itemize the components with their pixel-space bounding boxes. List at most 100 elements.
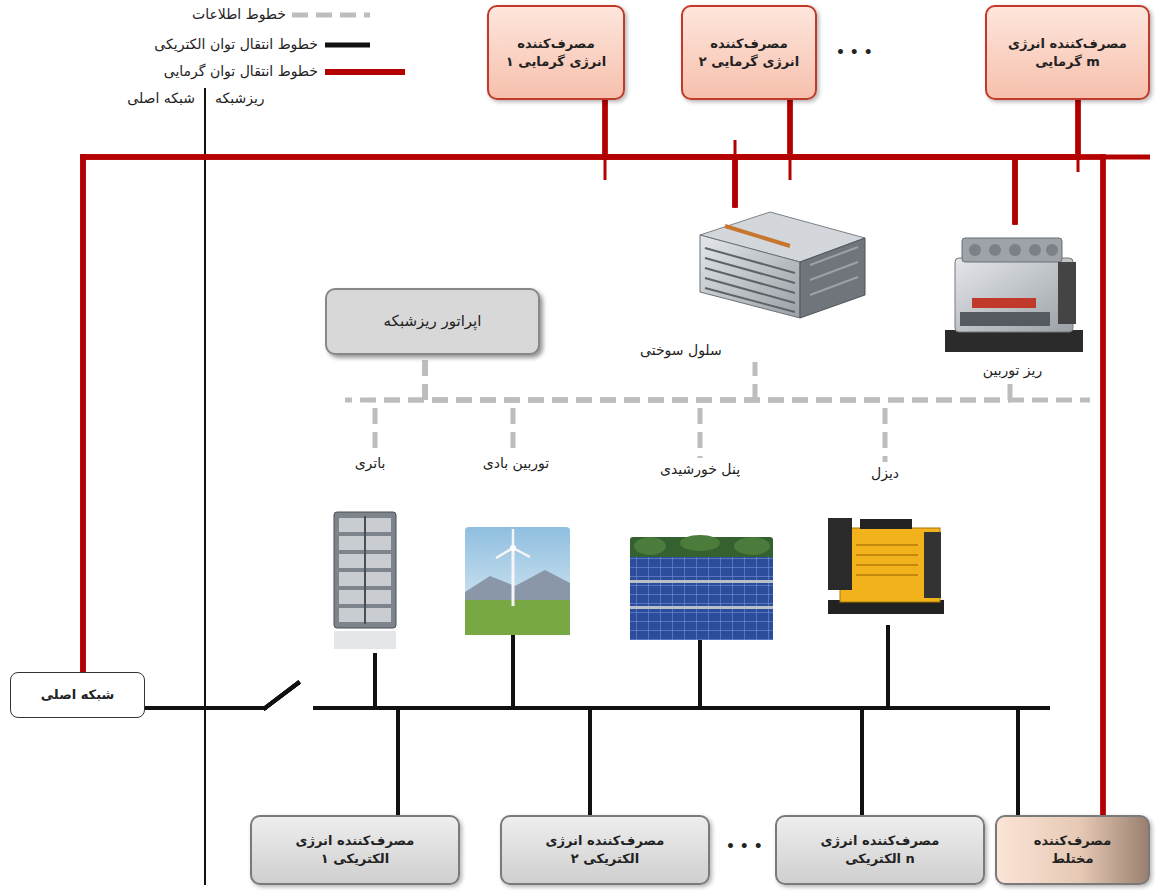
- fuel-cell-picture-part: [700, 235, 800, 318]
- electric-power-line: [398, 642, 700, 815]
- bus-stubs-part: [1103, 155, 1150, 160]
- battery-picture-part: [334, 631, 396, 649]
- microturbine-picture-part: [1009, 244, 1021, 256]
- electric-power-line-segment: [860, 708, 864, 815]
- electric-power-line-segment: [1016, 708, 1020, 815]
- heat-power-line-segment: [733, 157, 738, 205]
- electric-power-line-segment: [396, 708, 400, 815]
- microturbine-picture-part: [1046, 244, 1058, 256]
- device-label: سلول سوختی: [640, 341, 722, 360]
- heat-power-line-segment: [1101, 157, 1106, 815]
- legend-samples-part: [325, 69, 405, 75]
- microturbine-picture-part: [989, 244, 1001, 256]
- electric-power-line: [590, 642, 700, 815]
- heat-power-line-segment: [1013, 157, 1018, 222]
- bus-stubs-part: [604, 157, 607, 180]
- heat-power-line: [790, 100, 1015, 222]
- legend-samples-part: [292, 13, 370, 18]
- electric-power-line-segment: [698, 642, 702, 708]
- box-text: مصرف‌کننده انرژی گرمایی ۱: [497, 35, 615, 70]
- information-line-segment: [425, 398, 1010, 403]
- battery-unit: باتری: [325, 452, 415, 655]
- electric-consumer-box: مصرف‌کننده انرژی الکتریکی ۲: [500, 815, 710, 885]
- electric-power-line: [145, 683, 590, 815]
- electric-power-line-segment: [145, 706, 265, 710]
- heat-power-line-segment: [81, 157, 86, 672]
- heat-power-line-segment: [1076, 100, 1081, 157]
- electric-power-line-segment: [396, 708, 400, 815]
- information-line-segment: [423, 355, 428, 400]
- heat-power-line: [83, 100, 605, 672]
- information-line: [425, 355, 700, 458]
- electric-power-line-segment: [860, 708, 864, 815]
- box-text: مصرف‌کننده انرژی گرمایی ۲: [690, 35, 808, 70]
- electric-consumer-box: مصرف‌کننده انرژی الکتریکی n: [775, 815, 985, 885]
- bus-stubs: [315, 140, 1150, 708]
- heat-power-line-segment: [1013, 157, 1018, 222]
- diesel-generator-picture: [828, 518, 944, 614]
- electric-power-line-segment: [588, 708, 592, 815]
- electric-power-line: [145, 683, 1018, 815]
- region-label: ریزشبکه: [215, 90, 265, 108]
- heat-power-line-segment: [81, 157, 86, 672]
- information-line-segment: [423, 355, 428, 400]
- electric-power-line-segment: [698, 642, 702, 708]
- box-text: اپراتور ریزشبکه: [384, 311, 482, 331]
- electric-power-line: [375, 655, 1018, 815]
- solar-panel-picture-part: [630, 580, 773, 583]
- heat-power-line-segment: [1076, 100, 1081, 157]
- bus-stubs-part: [789, 157, 792, 180]
- bus-stubs-part: [345, 398, 1090, 403]
- microturbine-picture-part: [1029, 244, 1041, 256]
- electric-power-line-segment: [886, 627, 890, 708]
- microturbine-picture-part: [945, 330, 1083, 352]
- information-line: [375, 355, 425, 452]
- information-line-segment: [423, 355, 428, 400]
- box-text: مصرف‌کننده انرژی گرمایی m: [1007, 35, 1128, 70]
- solar-panel-picture-part: [630, 537, 773, 640]
- solar-panel-picture-part: [680, 535, 720, 551]
- solar-panel-picture-part: [630, 606, 773, 609]
- fuel-cell-picture: [700, 212, 865, 318]
- information-line-segment: [423, 355, 428, 400]
- heat-power-line-segment: [733, 157, 738, 205]
- electric-power-line: [513, 637, 1018, 815]
- electric-power-line-segment: [1016, 708, 1020, 815]
- fuel-cell-picture-part: [725, 226, 790, 246]
- electric-power-line: [398, 627, 888, 815]
- electric-power-line-segment: [511, 637, 515, 708]
- ellipsis-mark: • • •: [836, 44, 873, 62]
- operator-box: اپراتور ریزشبکه: [325, 288, 540, 355]
- heat-power-line-segment: [83, 155, 1103, 160]
- diesel-generator-picture-part: [856, 545, 918, 575]
- diesel-generator-picture-part: [828, 518, 852, 590]
- heat-power-line-segment: [603, 100, 608, 157]
- fuel-cell-picture-part: [810, 247, 858, 295]
- legend-text: خطوط انتقال توان گرمایی: [164, 63, 318, 81]
- information-line: [425, 355, 1010, 400]
- heat-power-line-segment: [733, 157, 738, 205]
- bus-stubs-part: [315, 706, 1050, 710]
- electric-power-line-segment: [698, 642, 702, 708]
- wind-turbine-picture-part: [512, 548, 515, 606]
- information-line-segment: [511, 400, 516, 452]
- heat-consumer-box: مصرف‌کننده انرژی گرمایی ۲: [681, 5, 817, 100]
- diesel-generator-picture-part: [860, 519, 912, 529]
- heat-power-line-segment: [1013, 157, 1018, 222]
- heat-power-line-segment: [81, 157, 86, 672]
- electric-power-line-segment: [588, 708, 592, 815]
- heat-power-line: [1015, 100, 1078, 222]
- heat-power-line: [605, 100, 1015, 222]
- region-divider-part: [204, 88, 206, 885]
- information-line: [425, 355, 885, 462]
- information-line-segment: [698, 400, 703, 458]
- microturbine-picture-part: [1058, 262, 1076, 324]
- ellipsis-mark: • • •: [726, 838, 763, 856]
- electric-power-line: [375, 655, 398, 815]
- electric-power-line-segment: [145, 706, 265, 710]
- electric-power-line-segment: [315, 706, 1018, 710]
- heat-power-line-segment: [788, 100, 793, 157]
- heat-power-line-segment: [603, 100, 608, 157]
